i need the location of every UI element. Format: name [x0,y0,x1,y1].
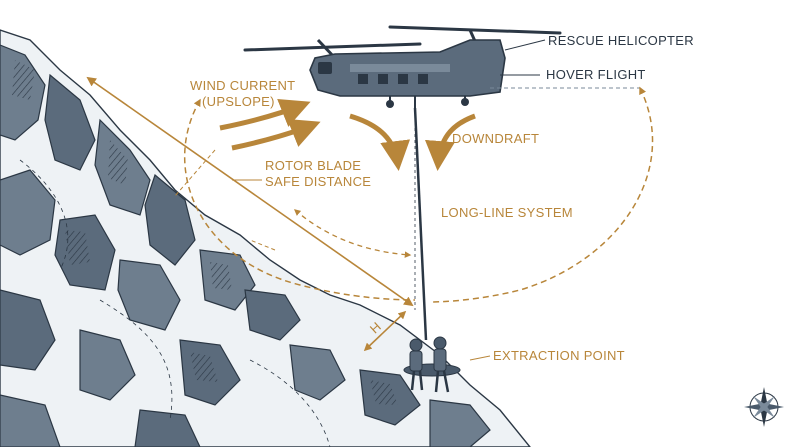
rescue-helicopter [243,25,562,110]
height-dimension [363,310,407,352]
rescue-team [403,336,461,393]
downdraft-label: DOWNDRAFT [452,131,540,146]
rescue-helicopter-leader [504,39,546,51]
wind-current-label-line2: (UPSLOPE) [202,94,275,109]
wind-current-label-line1: WIND CURRENT [190,78,296,93]
long-line-span-arc [294,209,412,258]
rotor-blade-label-line2: SAFE DISTANCE [265,174,372,189]
safe-distance-dimension [86,76,414,307]
rotor-blade-label-line1: ROTOR BLADE [265,158,362,173]
extraction-point-leader [469,355,491,361]
wind-current-arrows [219,98,321,151]
rotor-clearance-arc-right [429,86,654,303]
long-line-cable [413,107,428,341]
extraction-point-label: EXTRACTION POINT [493,348,625,363]
long-line-system-label: LONG-LINE SYSTEM [441,205,573,220]
compass-rose-icon [744,387,784,427]
rescue-helicopter-label: RESCUE HELICOPTER [548,33,694,48]
hover-flight-label: HOVER FLIGHT [546,67,646,82]
